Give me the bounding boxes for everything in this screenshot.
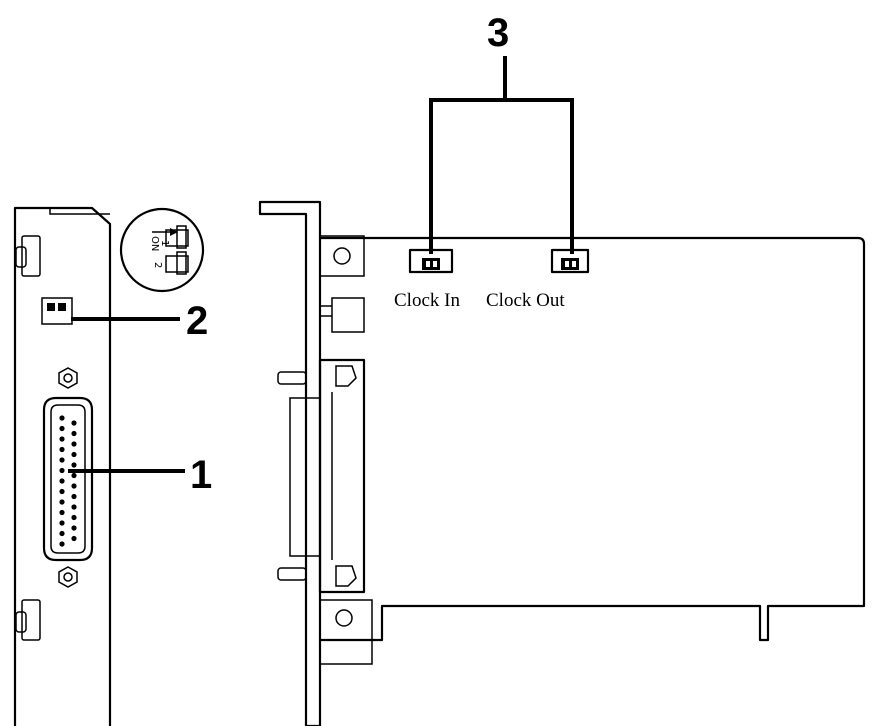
connector-pin bbox=[71, 451, 77, 458]
connector-pin bbox=[59, 425, 65, 432]
bracket-front-view bbox=[13, 206, 112, 726]
clock-out-label: Clock Out bbox=[486, 290, 565, 311]
connector-pin bbox=[59, 415, 65, 421]
connector-pin bbox=[59, 509, 65, 516]
callout-1: 1 bbox=[190, 453, 212, 497]
connector-pin bbox=[59, 499, 65, 505]
connector-pin bbox=[71, 514, 77, 521]
callout-2: 2 bbox=[186, 299, 208, 343]
connector-pin bbox=[71, 441, 77, 447]
connector-pin bbox=[59, 457, 65, 463]
connector-pin bbox=[71, 420, 77, 426]
connector-pin bbox=[71, 493, 77, 500]
connector-pin bbox=[59, 467, 65, 474]
connector-pin bbox=[59, 488, 65, 495]
card-screw-top bbox=[319, 235, 365, 277]
connector-pin bbox=[59, 520, 65, 526]
connector-pin bbox=[71, 525, 77, 531]
dip-switch-small bbox=[41, 297, 73, 325]
hex-nut-top bbox=[58, 367, 78, 389]
card-component bbox=[331, 297, 365, 333]
clock-in-label: Clock In bbox=[394, 290, 460, 311]
pci-card: Clock In Clock Out bbox=[258, 200, 866, 726]
callout-3-group: 3 bbox=[429, 11, 574, 254]
connector-pin bbox=[71, 430, 77, 437]
connector-pin bbox=[71, 504, 77, 510]
bracket-upper-slot bbox=[15, 235, 41, 277]
callout-3: 3 bbox=[487, 11, 509, 55]
connector-pin bbox=[59, 530, 65, 537]
connector-pin bbox=[71, 535, 77, 542]
switch-on-label: ON bbox=[149, 236, 160, 251]
card-screw-bottom bbox=[335, 609, 353, 627]
switch-pos1-label: 1 bbox=[159, 240, 170, 246]
connector-pin bbox=[71, 462, 77, 468]
connector-pin bbox=[59, 436, 65, 442]
callout-1-group: 1 bbox=[68, 453, 212, 497]
callout-2-group: 2 bbox=[71, 299, 208, 343]
switch-pos2-label: 2 bbox=[152, 262, 163, 268]
connector-pin bbox=[71, 472, 77, 479]
connector-pin bbox=[71, 483, 77, 489]
db25-connector bbox=[42, 396, 94, 562]
connector-pin bbox=[59, 541, 65, 547]
hex-nut-bottom bbox=[58, 566, 78, 588]
db25-side-view bbox=[277, 358, 366, 594]
connector-pin bbox=[59, 478, 65, 484]
connector-pin bbox=[59, 446, 65, 453]
dip-switch-zoom: ON 1 2 bbox=[119, 207, 205, 293]
bracket-lower-slot bbox=[15, 599, 41, 641]
connector-pins bbox=[59, 415, 77, 547]
